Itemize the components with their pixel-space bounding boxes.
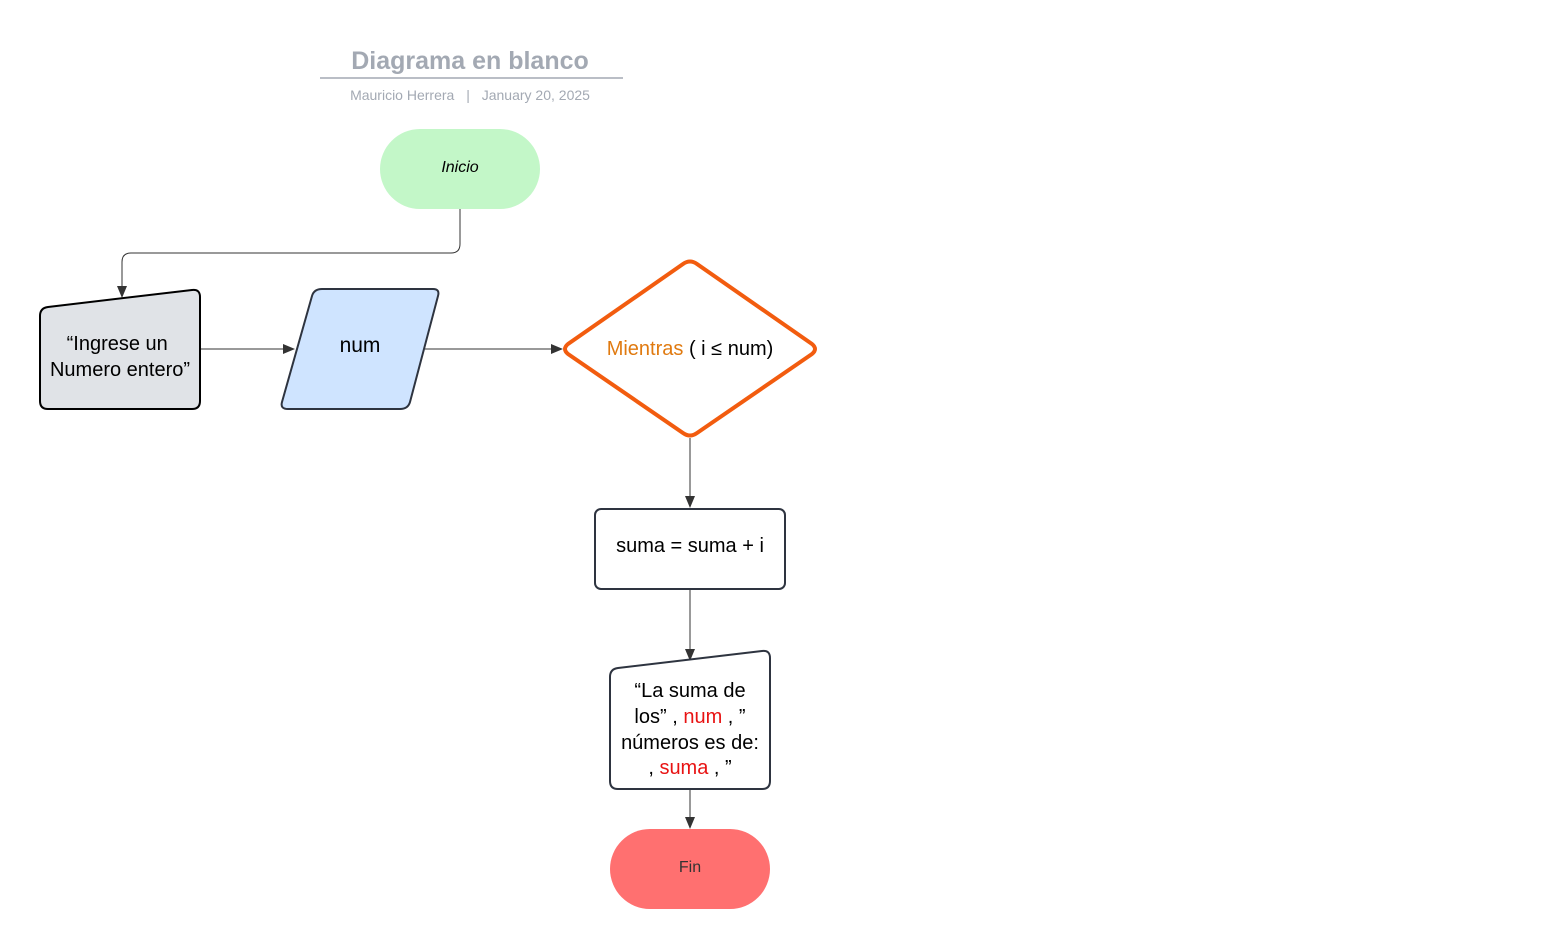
output-line-2-suffix: , ” xyxy=(722,706,745,728)
end-label: Fin xyxy=(679,859,701,876)
process-label: suma = suma + i xyxy=(616,535,764,557)
input-shape xyxy=(280,288,440,410)
decision-shape xyxy=(563,259,817,438)
input-node[interactable]: num xyxy=(280,288,440,410)
prompt-shape xyxy=(39,288,201,410)
diagram-title[interactable]: Diagrama en blanco xyxy=(351,47,589,75)
end-shape xyxy=(610,829,770,909)
output-line-1: “La suma de xyxy=(634,680,745,702)
prompt-display-node[interactable]: “Ingrese un Numero entero” xyxy=(39,288,201,410)
diagram-date: January 20, 2025 xyxy=(482,87,590,103)
output-var-suma: suma xyxy=(659,757,709,779)
start-terminator[interactable]: Inicio xyxy=(380,129,540,209)
prompt-line-2: Numero entero” xyxy=(50,359,190,381)
meta-separator: | xyxy=(466,87,470,103)
output-line-2: los” , num , ” xyxy=(634,706,745,728)
decision-text: Mientras ( i ≤ num) xyxy=(607,338,774,360)
process-node[interactable]: suma = suma + i xyxy=(594,508,786,590)
input-label: num xyxy=(340,334,381,357)
output-line-4: , suma , ” xyxy=(648,757,731,779)
output-display-node[interactable]: “La suma de los” , num , ” números es de… xyxy=(609,649,771,790)
prompt-text: “Ingrese un Numero entero” xyxy=(50,333,190,381)
decision-keyword: Mientras xyxy=(607,338,684,360)
output-text: “La suma de xyxy=(634,680,745,702)
output-line-4-suffix: , ” xyxy=(708,757,731,779)
output-line-4-prefix: , xyxy=(648,757,659,779)
start-label: Inicio xyxy=(441,159,478,176)
output-line-3: números es de: xyxy=(621,732,759,754)
author-name: Mauricio Herrera xyxy=(350,87,454,103)
output-line-2-prefix: los” , xyxy=(634,706,683,728)
while-decision-node[interactable]: Mientras ( i ≤ num) xyxy=(563,259,817,438)
process-shape xyxy=(594,508,786,590)
output-shape xyxy=(609,649,771,790)
connector-start-to-prompt[interactable] xyxy=(117,209,461,298)
decision-condition: ( i ≤ num) xyxy=(683,338,773,360)
end-terminator[interactable]: Fin xyxy=(610,829,770,909)
title-meta: Mauricio Herrera | January 20, 2025 xyxy=(350,87,590,103)
output-var-num: num xyxy=(683,706,722,728)
connectors xyxy=(117,209,695,829)
document-header: Diagrama en blanco Mauricio Herrera | Ja… xyxy=(320,47,623,103)
start-shape xyxy=(380,129,540,209)
prompt-line-1: “Ingrese un xyxy=(67,333,168,355)
